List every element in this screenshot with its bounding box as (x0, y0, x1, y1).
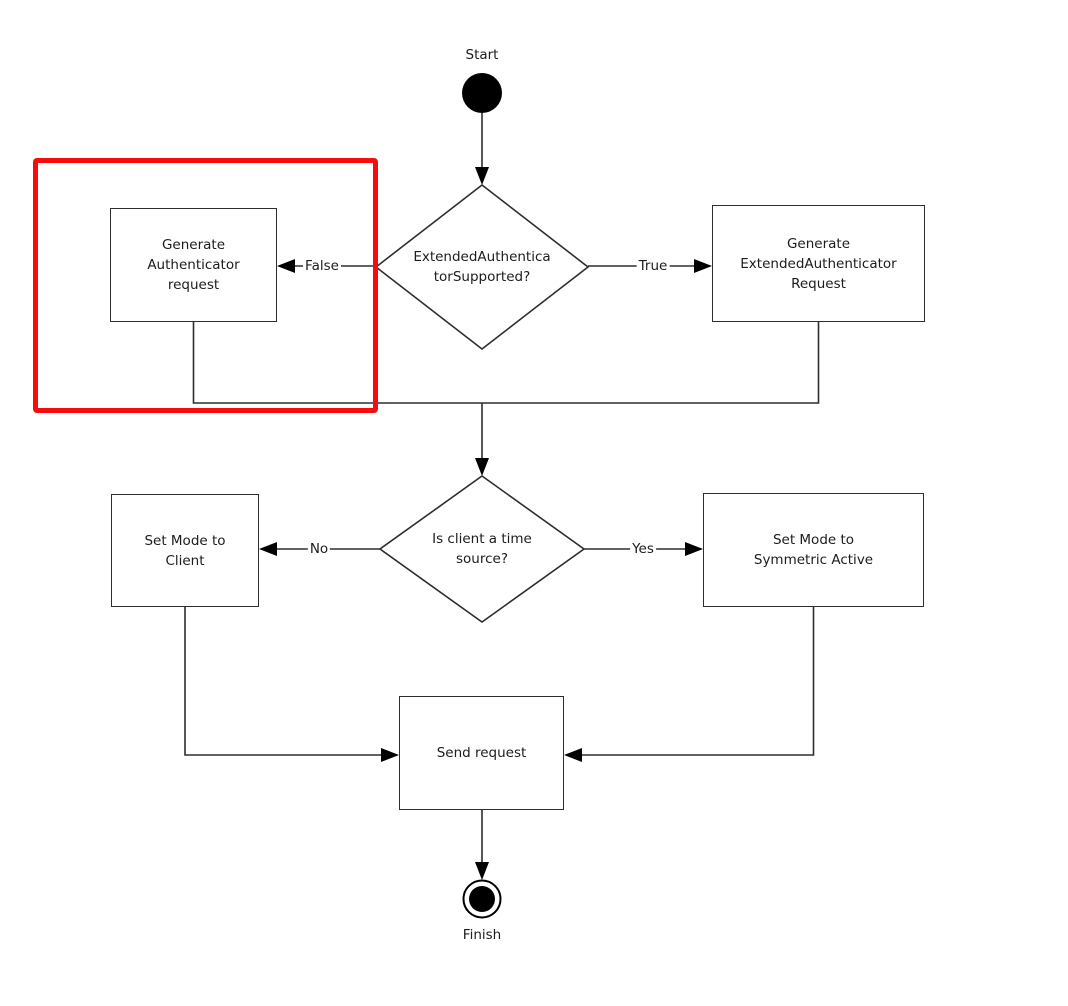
connector-merge (192, 322, 820, 404)
process-text-line: request (167, 277, 220, 293)
arrowhead-down-icon (475, 862, 489, 880)
process-text-line: Set Mode to (144, 532, 226, 549)
arrowhead-down-icon (475, 167, 489, 185)
process-text-line: Generate (786, 235, 851, 252)
arrowhead-down-icon (475, 458, 489, 476)
highlight-rectangle (33, 158, 378, 413)
process-generate-authenticator-request: Generate Authenticator request (110, 208, 277, 322)
process-text-line: Send request (436, 745, 527, 761)
process-text-line: Request (791, 275, 846, 292)
edge-label-no: No (307, 541, 331, 557)
connector-symmetric-to-send (582, 607, 815, 756)
process-text-line: Symmetric Active (753, 552, 874, 568)
arrowhead-left-icon (277, 259, 295, 273)
decision-extended-authenticator-diamond (374, 183, 590, 351)
arrowhead-left-icon (259, 542, 277, 556)
process-text-line: Generate (161, 237, 226, 253)
arrowhead-left-icon (564, 748, 582, 762)
arrowhead-right-icon (694, 259, 712, 273)
finish-label: Finish (462, 927, 502, 943)
process-send-request: Send request (399, 696, 564, 810)
edge-label-yes: Yes (630, 541, 656, 557)
edge-label-true: True (636, 258, 670, 274)
process-text-line: Authenticator (147, 257, 240, 273)
finish-node (469, 886, 495, 912)
process-text-line: Set Mode to (772, 532, 855, 548)
process-text-line: Client (165, 552, 205, 569)
start-node (462, 73, 502, 113)
process-set-mode-symmetric-active: Set Mode to Symmetric Active (703, 493, 924, 607)
connector-client-to-send (184, 607, 381, 756)
edge-label-false: False (303, 258, 341, 274)
arrowhead-right-icon (685, 542, 703, 556)
arrowhead-right-icon (381, 748, 399, 762)
process-generate-extended-authenticator-request: Generate ExtendedAuthenticator Request (712, 205, 925, 322)
process-text-line: ExtendedAuthenticator (740, 255, 897, 272)
start-label: Start (465, 47, 499, 63)
decision-time-source-diamond (378, 475, 586, 623)
process-set-mode-client: Set Mode to Client (111, 494, 259, 607)
